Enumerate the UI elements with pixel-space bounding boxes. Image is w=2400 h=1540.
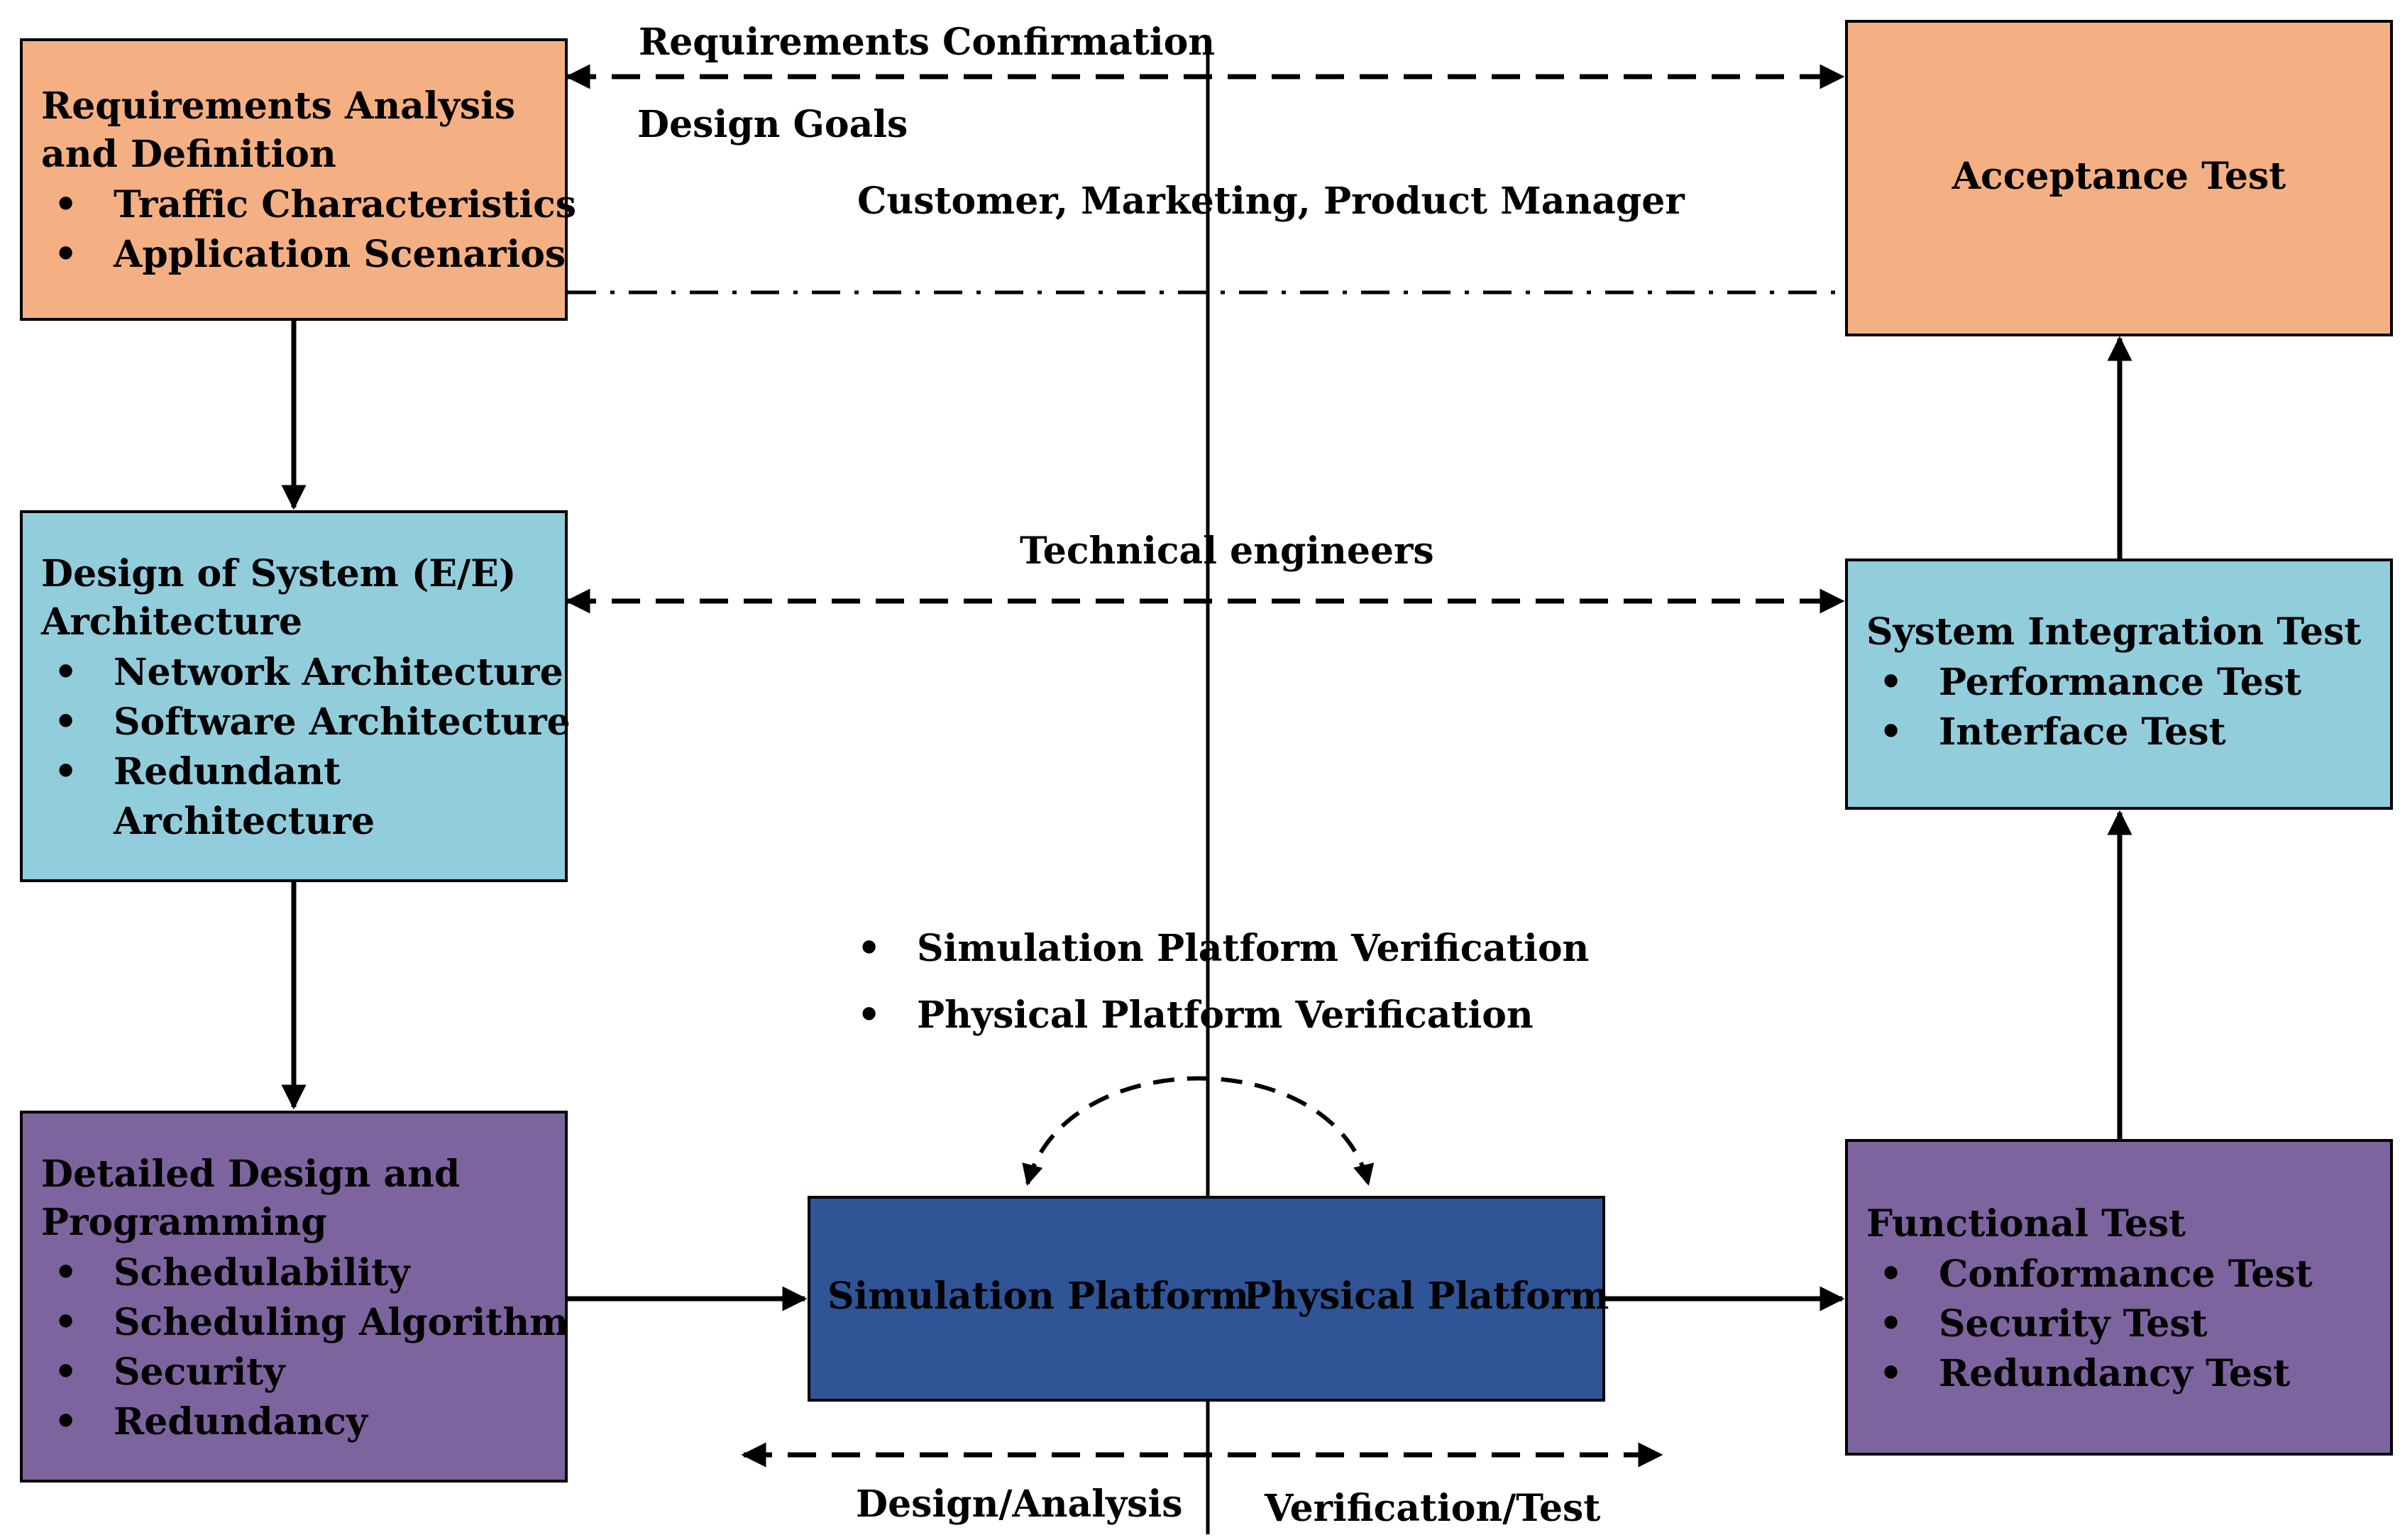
detailed-design-box: Detailed Design and Programming Schedula… (20, 1111, 568, 1483)
architecture-title-line-2: Architecture (41, 600, 303, 644)
architecture-item: Software Architecture (41, 698, 571, 747)
functional-item: Redundancy Test (1866, 1349, 2390, 1399)
requirements-title-line-1: Requirements Analysis (41, 84, 516, 128)
customer-roles-label: Customer, Marketing, Product Manager (857, 180, 1685, 223)
architecture-title-line-1: Design of System (E/E) (41, 552, 517, 595)
integration-item: Interface Test (1866, 708, 2390, 757)
requirements-title-line-2: and Definition (41, 133, 336, 176)
simulation-platform-label: Simulation Platform (827, 1275, 1249, 1318)
detailed-title-line-1: Detailed Design and (41, 1153, 461, 1196)
requirements-analysis-box: Requirements Analysis and Definition Tra… (20, 38, 576, 321)
detailed-item: Schedulability (41, 1248, 565, 1298)
platform-box: Simulation Platform Physical Platform (808, 1196, 1609, 1402)
design-goals-label: Design Goals (637, 103, 908, 146)
detailed-item: Scheduling Algorithm (41, 1298, 568, 1348)
detailed-item: Redundancy (41, 1397, 565, 1447)
architecture-item: Redundant (41, 747, 565, 797)
detailed-item: Security (41, 1348, 565, 1397)
detailed-title-line-2: Programming (41, 1201, 327, 1244)
platform-loop-arrow (1022, 1076, 1375, 1186)
architecture-item-continuation: Architecture (114, 800, 375, 843)
physical-platform-label: Physical Platform (1243, 1275, 1609, 1318)
system-integration-test-box: System Integration Test Performance Test… (1845, 559, 2393, 810)
requirements-item: Application Scenarios (41, 230, 566, 280)
verification-test-label: Verification/Test (1265, 1487, 1601, 1530)
architecture-item: Network Architecture (41, 648, 565, 698)
requirements-item: Traffic Characteristics (41, 180, 576, 230)
functional-item: Conformance Test (1866, 1250, 2390, 1299)
design-analysis-label: Design/Analysis (856, 1483, 1183, 1526)
requirements-confirmation-label: Requirements Confirmation (639, 21, 1216, 64)
functional-test-box: Functional Test Conformance Test Securit… (1845, 1139, 2393, 1456)
system-architecture-box: Design of System (E/E) Architecture Netw… (20, 510, 571, 882)
technical-engineers-label: Technical engineers (1020, 529, 1434, 573)
functional-title: Functional Test (1866, 1202, 2186, 1245)
verification-item: Simulation Platform Verification (844, 915, 1589, 982)
acceptance-test-title: Acceptance Test (1952, 155, 2286, 198)
verification-list: Simulation Platform Verification Physica… (844, 915, 1589, 1049)
integration-title: System Integration Test (1866, 610, 2362, 654)
acceptance-test-box: Acceptance Test (1845, 20, 2393, 336)
integration-item: Performance Test (1866, 658, 2390, 708)
functional-item: Security Test (1866, 1299, 2390, 1349)
verification-item: Physical Platform Verification (844, 982, 1589, 1049)
